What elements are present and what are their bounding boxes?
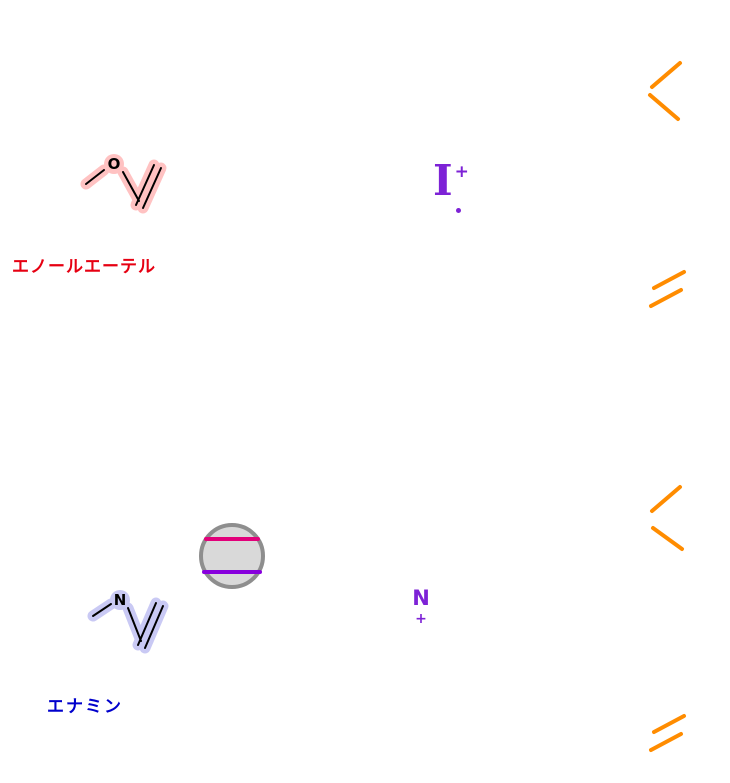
nitrogen-carbon-bond: [127, 607, 142, 642]
enamine-structure: N: [87, 590, 169, 654]
cc-double-bond-line: [137, 602, 157, 646]
methyl-nitrogen-bond: [92, 603, 112, 617]
plus-charge: +: [454, 162, 469, 182]
iodonium-ion: I+: [433, 160, 469, 213]
cc-double-bond-line: [135, 164, 155, 206]
cc-double-bond-line: [142, 167, 162, 209]
orange-double-bond-line: [650, 485, 682, 513]
orange-double-bond-line: [648, 93, 680, 121]
orange-double-bond-line: [652, 714, 686, 734]
nitrogen-atom: N: [114, 591, 127, 609]
orange-double-bond-line: [651, 526, 684, 551]
product-double-bonds-4: [649, 714, 686, 752]
orange-double-bond-line: [649, 732, 683, 752]
oxygen-carbon-bond: [122, 171, 140, 202]
highlight-atom-halo: [110, 590, 130, 610]
orange-double-bond-line: [649, 288, 683, 308]
iodine-symbol: I: [433, 156, 453, 205]
highlight-atom-halo: [104, 154, 124, 174]
orange-double-bond-line: [650, 61, 682, 89]
methyl-oxygen-bond: [85, 169, 105, 185]
circle-marker: [199, 523, 265, 589]
enol-ether-structure: O: [80, 154, 167, 214]
comparison-circle: [199, 523, 265, 589]
product-double-bonds-3: [650, 485, 684, 551]
product-double-bonds-1: [648, 61, 682, 121]
enamine-highlight: [87, 590, 169, 654]
oxygen-atom: O: [108, 155, 121, 173]
enamine-label: エナミン: [47, 697, 123, 717]
nitrogen-symbol: N: [412, 586, 430, 610]
iminium-ion: N +: [410, 586, 432, 627]
enol-ether-highlight: [80, 154, 167, 214]
electron-dot: [456, 208, 461, 213]
plus-charge: +: [415, 611, 427, 627]
orange-double-bond-line: [652, 270, 686, 290]
enol-ether-label: エノールエーテル: [12, 257, 156, 277]
cc-double-bond-line: [144, 605, 164, 649]
product-double-bonds-2: [649, 270, 686, 308]
